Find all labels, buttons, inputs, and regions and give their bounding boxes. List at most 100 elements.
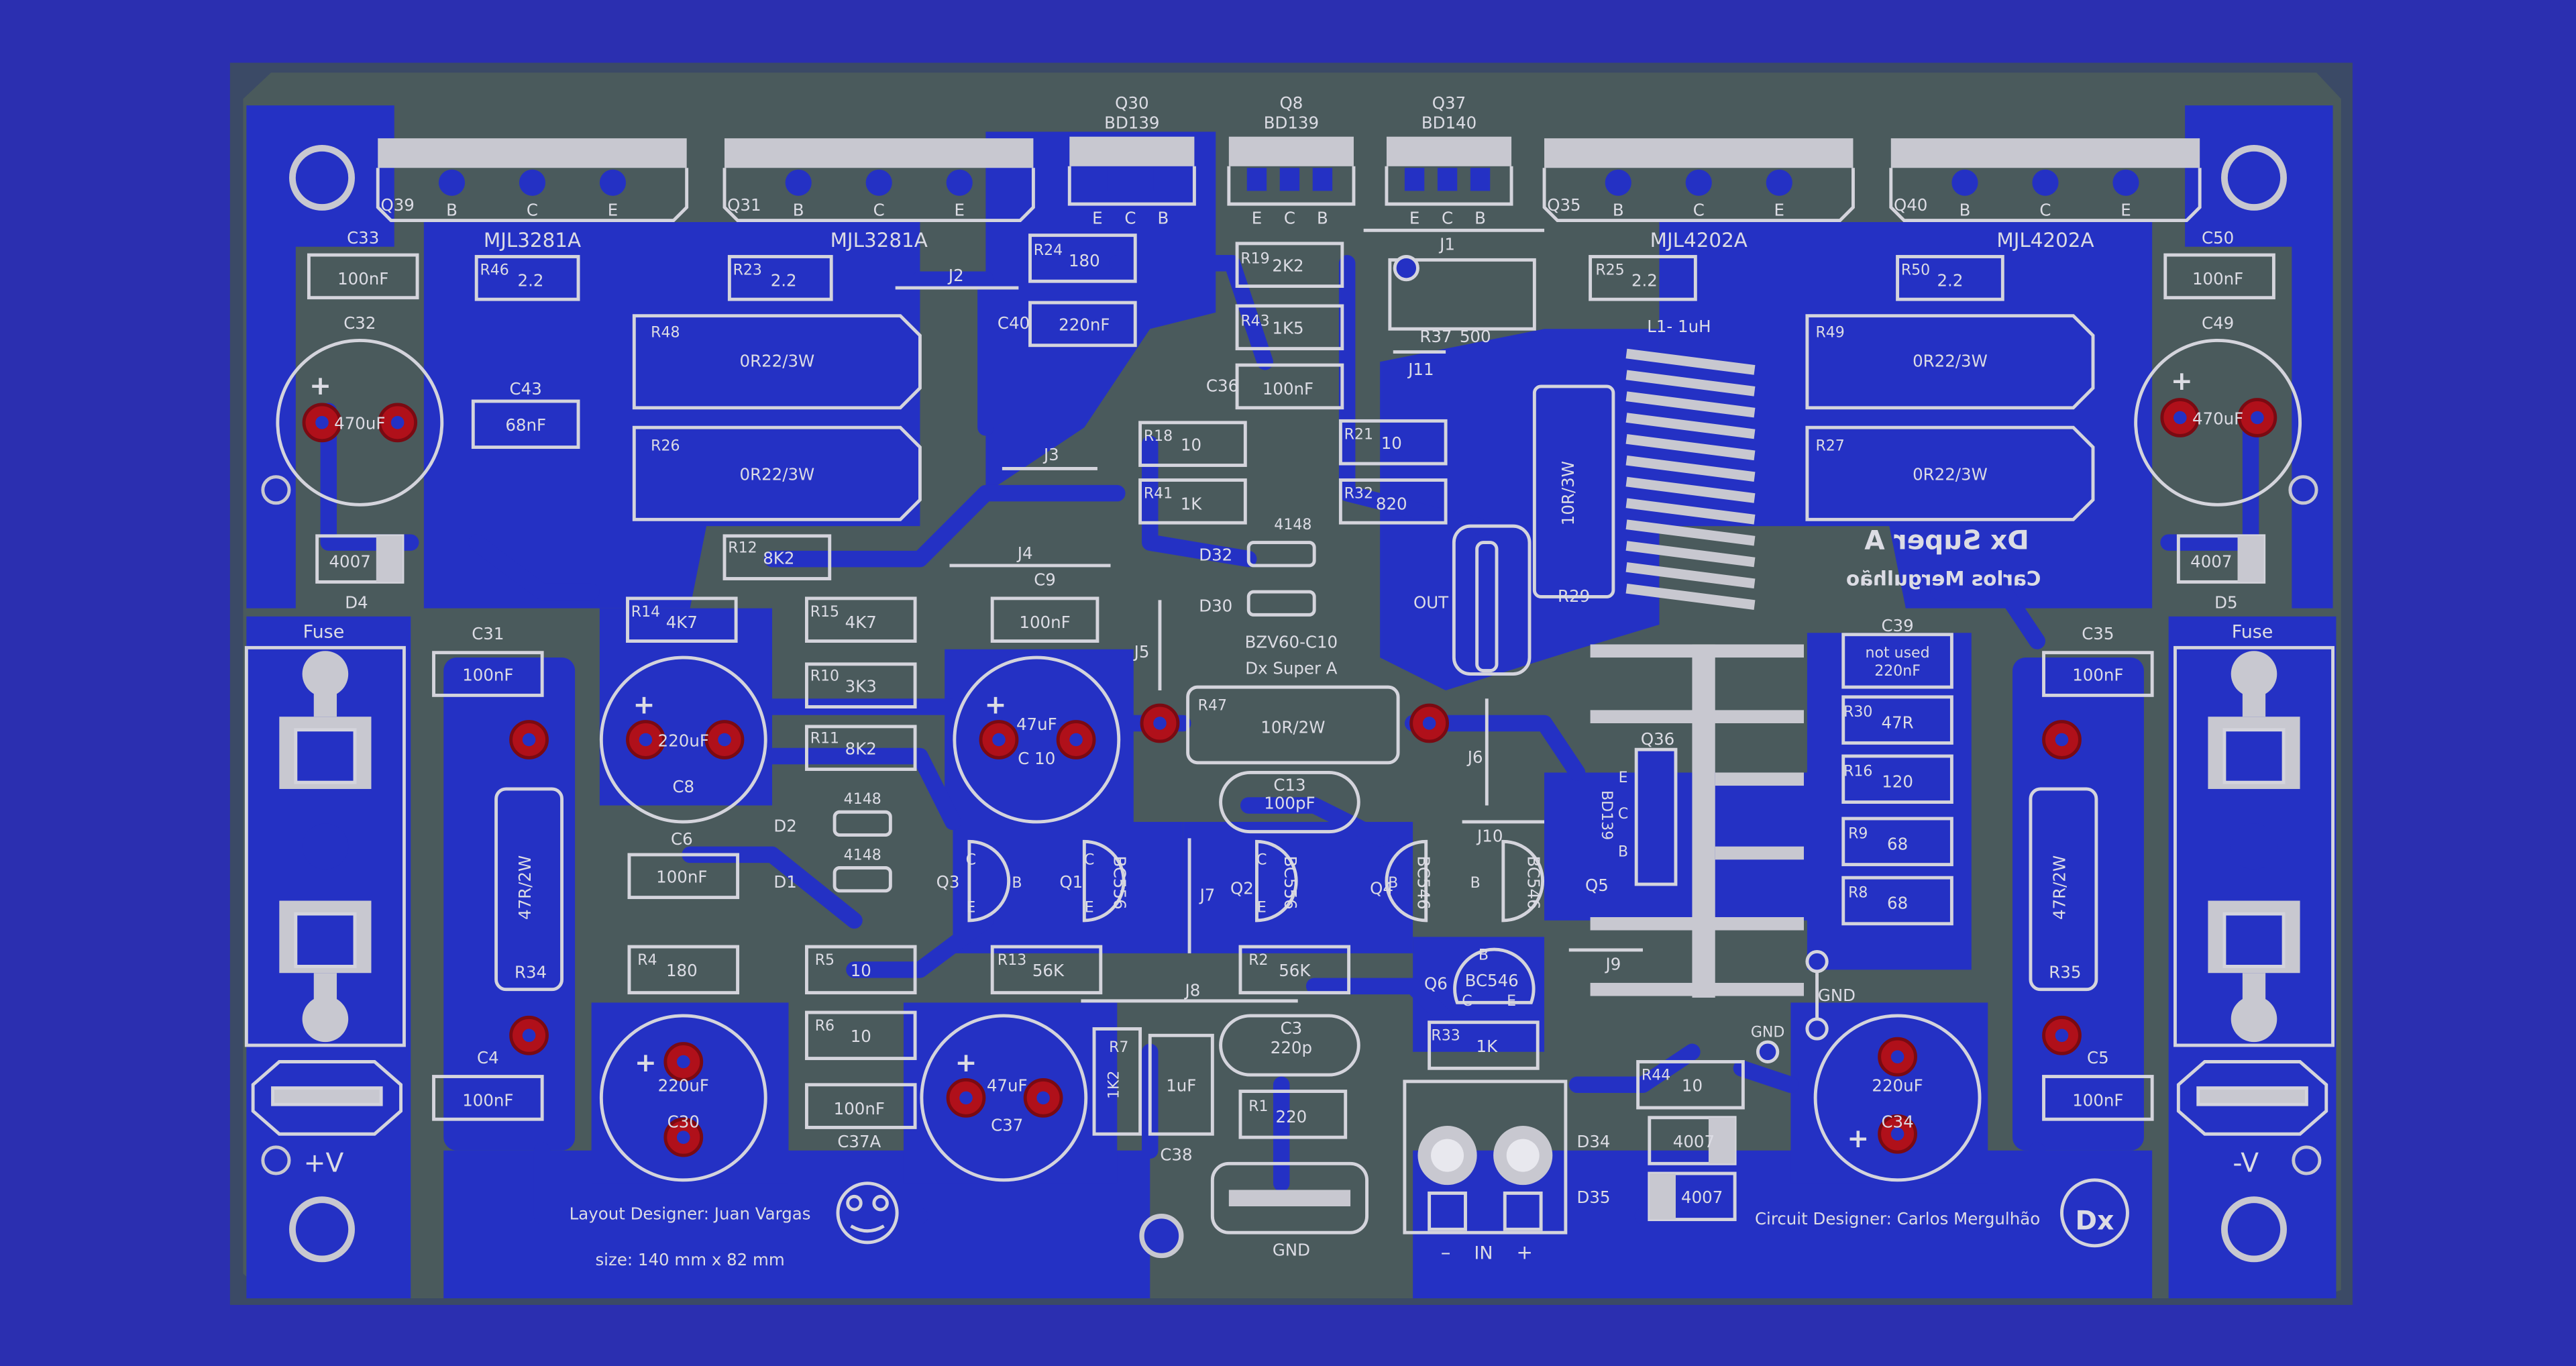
resistor-value: 2.2 bbox=[771, 271, 797, 291]
mounting-hole bbox=[2292, 1145, 2322, 1175]
q40-footprint bbox=[1889, 138, 2202, 223]
capacitor-ref: C30 bbox=[667, 1112, 700, 1131]
resistor-value: 10 bbox=[851, 961, 871, 980]
capacitor-value: 100nF bbox=[2072, 665, 2123, 684]
capacitor-ref: C49 bbox=[2202, 313, 2234, 333]
to92-transistors bbox=[967, 839, 1544, 1004]
transistor-ref: Q5 bbox=[1585, 876, 1609, 895]
transistors-top bbox=[376, 136, 2202, 223]
gnd-label: GND bbox=[1818, 986, 1856, 1005]
capacitor-ref: C31 bbox=[472, 624, 504, 643]
mounting-hole bbox=[2221, 144, 2287, 211]
pin-label: E bbox=[1257, 900, 1267, 916]
transistor-part: BC546 bbox=[1413, 855, 1433, 909]
resistor-value: 180 bbox=[666, 961, 698, 980]
resistor-ref: R33 bbox=[1431, 1028, 1460, 1045]
resistor-value: 1K2 bbox=[1106, 1071, 1123, 1099]
resistor-value: 10R/3W bbox=[1558, 461, 1578, 525]
input-terminal bbox=[1417, 1126, 1553, 1231]
capacitor-value: 470uF bbox=[2192, 409, 2243, 428]
resistor-value: 8K2 bbox=[763, 548, 794, 568]
resistor-value: 820 bbox=[1376, 494, 1407, 514]
resistor-ref: R30 bbox=[1843, 704, 1872, 721]
capacitor-value: 68nF bbox=[505, 415, 546, 435]
capacitor-value: 220nF bbox=[1874, 663, 1921, 680]
resistor-value: 4K7 bbox=[666, 613, 698, 632]
transistor-part: MJL3281A bbox=[484, 229, 581, 252]
capacitor-value: 100nF bbox=[1019, 613, 1070, 632]
plus-v-label: +V bbox=[304, 1149, 344, 1179]
capacitor-value: 470uF bbox=[334, 414, 385, 433]
diode-ref: D4 bbox=[345, 593, 368, 613]
polarity-plus: + bbox=[985, 690, 1007, 720]
transistor-part: BC546 bbox=[1524, 855, 1544, 909]
diode-ref: D32 bbox=[1199, 545, 1232, 565]
resistor-ref: R41 bbox=[1144, 485, 1173, 502]
resistor-value: 500 bbox=[1460, 327, 1491, 346]
capacitor-value: 100nF bbox=[656, 868, 707, 887]
resistor-value: 47R bbox=[1882, 713, 1914, 732]
dx-logo-text: Dx bbox=[2076, 1206, 2114, 1236]
input-minus-label: – bbox=[1441, 1241, 1451, 1263]
capacitor-ref: C5 bbox=[2087, 1048, 2109, 1067]
pin-label: B bbox=[446, 200, 458, 219]
capacitor-ref: C33 bbox=[347, 228, 379, 248]
resistor-value: 0R22/3W bbox=[740, 352, 815, 371]
q31-footprint bbox=[722, 138, 1035, 223]
pin-label: C bbox=[1693, 200, 1705, 219]
pin-label: B bbox=[1479, 947, 1489, 964]
resistor-ref: R5 bbox=[815, 952, 835, 969]
pin-label: C bbox=[1618, 806, 1628, 823]
capacitor-value: 100nF bbox=[462, 1091, 513, 1110]
small-diodes bbox=[833, 541, 1316, 893]
diode-ref: D2 bbox=[773, 817, 796, 836]
q37-footprint bbox=[1385, 136, 1513, 206]
resistor-ref: R1 bbox=[1248, 1098, 1268, 1115]
pin-label: C bbox=[527, 200, 538, 219]
pin-label: E bbox=[1252, 209, 1262, 228]
resistor-value: 10 bbox=[851, 1027, 871, 1046]
fuse-label: Fuse bbox=[303, 622, 345, 643]
transistor-ref: Q6 bbox=[1424, 974, 1448, 994]
resistor-value: 2.2 bbox=[1937, 271, 1963, 291]
transistor-part: MJL3281A bbox=[830, 229, 928, 252]
jumper-lines bbox=[895, 228, 1819, 1029]
capacitor-ref: C43 bbox=[510, 379, 542, 399]
resistor-value: 10 bbox=[1181, 435, 1201, 454]
resistor-ref: R19 bbox=[1240, 250, 1269, 267]
q30-footprint bbox=[1067, 136, 1196, 206]
transistor-part: BC546 bbox=[1465, 971, 1519, 990]
capacitor-ref: C32 bbox=[343, 313, 376, 333]
resistor-ref: R8 bbox=[1848, 885, 1868, 902]
inductor-coil bbox=[1625, 348, 1756, 610]
transistor-ref: Q37 bbox=[1432, 93, 1466, 113]
mounting-hole bbox=[289, 144, 355, 211]
copper-traces bbox=[320, 255, 2259, 1224]
resistor-ref: R48 bbox=[651, 324, 680, 341]
pin-label: E bbox=[2121, 200, 2131, 219]
polarity-plus: + bbox=[1847, 1124, 1869, 1154]
pin-label: C bbox=[1284, 209, 1295, 228]
capacitor-value: 100nF bbox=[2072, 1091, 2123, 1110]
transistor-ref: Q2 bbox=[1230, 879, 1254, 898]
transistor-ref: Q30 bbox=[1115, 93, 1148, 113]
pin-label: C bbox=[1442, 209, 1453, 228]
pin-label: C bbox=[1084, 852, 1094, 869]
resistor-value: 1K bbox=[1477, 1037, 1499, 1056]
pin-label: B bbox=[1470, 875, 1481, 892]
mirrored-designer: Carlos Mergulhão bbox=[1846, 567, 2041, 590]
polarity-plus: + bbox=[309, 371, 331, 401]
resistor-ref: R6 bbox=[815, 1018, 835, 1035]
mounting-hole bbox=[261, 475, 291, 505]
pin-label: C bbox=[966, 852, 976, 869]
diode-value: 4007 bbox=[1673, 1132, 1715, 1151]
polarity-plus: + bbox=[633, 690, 655, 720]
pin-label: E bbox=[1409, 209, 1419, 228]
silkscreen-outlines bbox=[307, 233, 2275, 1234]
mirrored-title: Dx Super A bbox=[1864, 525, 2029, 556]
mounting-hole bbox=[289, 1196, 355, 1263]
transistor-part: MJL4202A bbox=[1650, 229, 1748, 252]
diode-value: 4007 bbox=[2190, 551, 2232, 571]
resistor-ref: R10 bbox=[810, 668, 839, 684]
board-title-label: Dx Super A bbox=[1245, 659, 1338, 678]
